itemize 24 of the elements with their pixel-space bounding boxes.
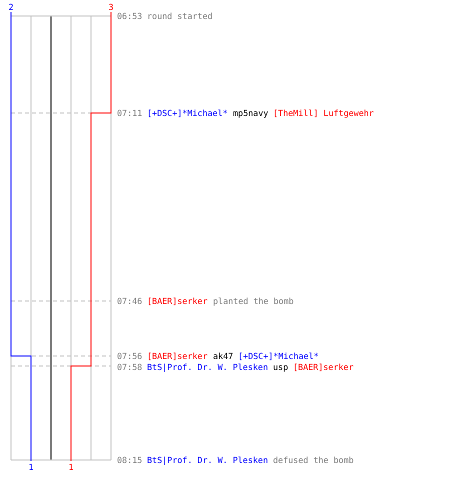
count-number: 1 [68,462,74,472]
timestamp: 07:56 [117,351,142,361]
count-number: 1 [28,462,34,472]
weapon-name: usp [273,362,288,372]
timestamp: 07:46 [117,296,142,306]
player-name: [TheMill] Luftgewehr [273,108,374,118]
event-text: round started [147,11,213,21]
player-name: BtS|Prof. Dr. W. Plesken [147,362,268,372]
timestamp: 08:15 [117,455,142,465]
event-text: planted the bomb [213,296,294,306]
player-name: BtS|Prof. Dr. W. Plesken [147,455,268,465]
event-text: defused the bomb [273,455,354,465]
player-name: [BAER]serker [147,351,208,361]
player-name: [BAER]serker [293,362,354,372]
player-name: [+DSC+]*Michael* [147,108,228,118]
player-name: [+DSC+]*Michael* [238,351,319,361]
weapon-name: ak47 [213,351,234,361]
player-name: [BAER]serker [147,296,208,306]
timestamp: 06:53 [117,11,142,21]
count-number: 3 [108,2,114,12]
timestamp: 07:11 [117,108,142,118]
timestamp: 07:58 [117,362,142,372]
count-number: 2 [8,2,14,12]
weapon-name: mp5navy [233,108,268,118]
